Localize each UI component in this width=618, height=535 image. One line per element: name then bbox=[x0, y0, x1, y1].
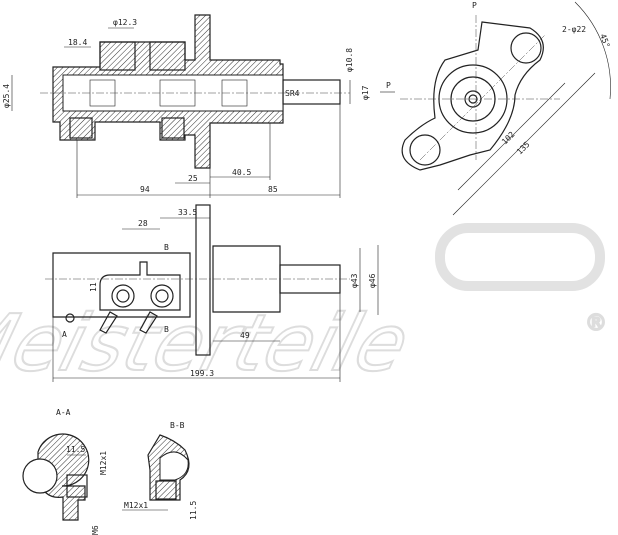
side-section-view: φ12.3 18.4 φ25.4 SR4 φ10.8 φ17 94 25 40.… bbox=[2, 14, 370, 198]
thread-m12x1-bb: M12x1 bbox=[124, 501, 148, 510]
dim-85: 85 bbox=[268, 185, 278, 194]
dim-d25-4: φ25.4 bbox=[2, 84, 11, 108]
dim-11-5-bb: 11.5 bbox=[189, 501, 198, 520]
svg-text:®: ® bbox=[585, 311, 607, 336]
thread-m6: M6 bbox=[91, 525, 100, 535]
dim-d46: φ46 bbox=[368, 273, 377, 288]
label-b-top: B bbox=[164, 243, 169, 252]
top-view: 33.5 28 B B A 11 φ43 φ46 49 199.3 bbox=[45, 204, 379, 382]
dim-d17: φ17 bbox=[361, 85, 370, 100]
section-a-a-title: A-A bbox=[56, 408, 71, 417]
label-p-top: P bbox=[472, 1, 477, 10]
label-45-deg: 45° bbox=[598, 33, 611, 50]
label-b-bottom: B bbox=[164, 325, 169, 334]
dim-28: 28 bbox=[138, 219, 148, 228]
thread-m12x1-aa: M12x1 bbox=[99, 451, 108, 475]
section-b-b: B-B M12x1 11.5 bbox=[122, 421, 198, 520]
section-b-b-title: B-B bbox=[170, 421, 185, 430]
dim-25: 25 bbox=[188, 174, 198, 183]
dim-11: 11 bbox=[89, 282, 98, 292]
dim-d10-8: φ10.8 bbox=[345, 48, 354, 72]
dim-199-3: 199.3 bbox=[190, 369, 214, 378]
dim-94: 94 bbox=[140, 185, 150, 194]
dim-33-5: 33.5 bbox=[178, 208, 197, 217]
dim-40-5: 40.5 bbox=[232, 168, 251, 177]
dim-d12-3: φ12.3 bbox=[113, 18, 137, 27]
dim-11-5-aa: 11.5 bbox=[66, 445, 85, 454]
watermark-logo: Meisterteile ® bbox=[0, 223, 608, 390]
dim-d43: φ43 bbox=[350, 273, 359, 288]
end-view: P P 2-φ22 45° 102 135 bbox=[380, 1, 612, 216]
dim-sr4: SR4 bbox=[285, 89, 300, 98]
section-a-a: A-A 11.5 M12x1 M6 bbox=[22, 408, 108, 535]
dim-18-4: 18.4 bbox=[68, 38, 87, 47]
label-a: A bbox=[62, 330, 67, 339]
label-p-side: P bbox=[386, 81, 391, 90]
label-2-d22: 2-φ22 bbox=[562, 25, 586, 34]
dim-49: 49 bbox=[240, 331, 250, 340]
dim-135: 135 bbox=[515, 140, 532, 157]
